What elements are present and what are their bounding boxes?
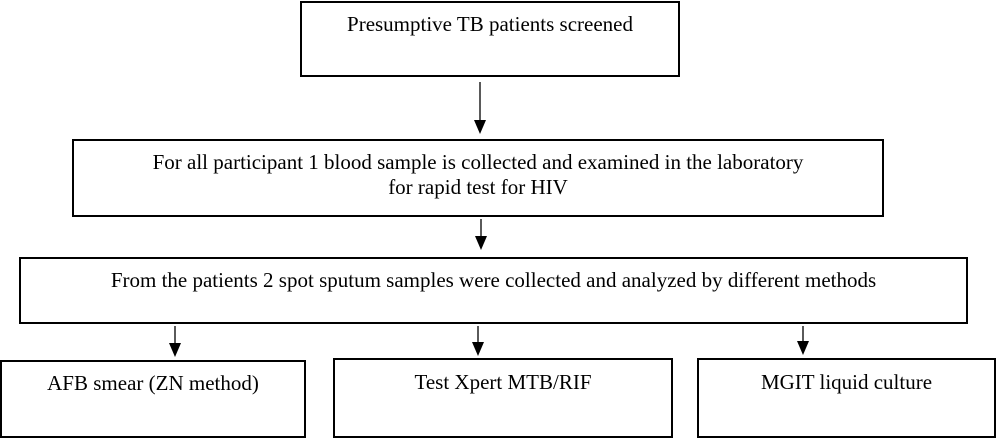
mgit-culture-box: MGIT liquid culture xyxy=(697,358,996,438)
xpert-text: Test Xpert MTB/RIF xyxy=(414,370,592,394)
sputum-collection-text: From the patients 2 spot sputum samples … xyxy=(110,268,877,292)
hiv-test-box: For all participant 1 blood sample is co… xyxy=(72,139,884,217)
xpert-box: Test Xpert MTB/RIF xyxy=(333,358,673,438)
arrow-step3-to-xpert xyxy=(472,326,484,356)
mgit-culture-text: MGIT liquid culture xyxy=(760,370,933,394)
hiv-test-text-line2: for rapid test for HIV xyxy=(388,175,568,199)
arrow-step1-to-step2 xyxy=(474,82,486,134)
afb-smear-box: AFB smear (ZN method) xyxy=(0,360,306,438)
screening-box: Presumptive TB patients screened xyxy=(300,1,680,77)
sputum-collection-box: From the patients 2 spot sputum samples … xyxy=(19,257,968,324)
arrow-step2-to-step3 xyxy=(475,219,487,250)
arrow-step3-to-afb xyxy=(169,326,181,357)
afb-smear-text: AFB smear (ZN method) xyxy=(47,371,259,395)
hiv-test-text-line1: For all participant 1 blood sample is co… xyxy=(152,150,804,174)
arrow-step3-to-mgit xyxy=(797,326,809,355)
screening-text: Presumptive TB patients screened xyxy=(347,12,633,36)
